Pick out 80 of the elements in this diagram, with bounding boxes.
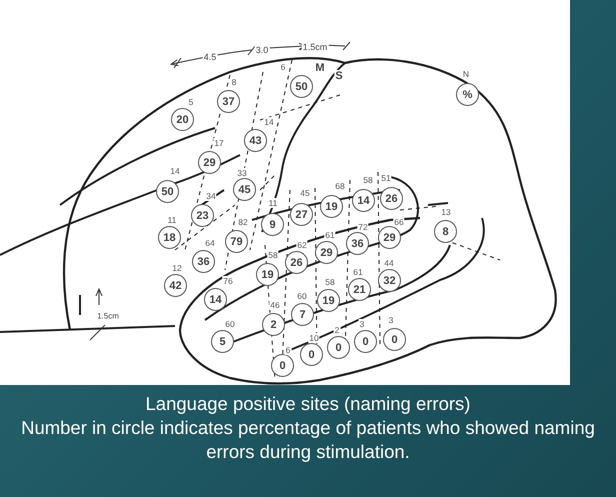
percentage-circle: 19 — [320, 195, 343, 218]
patient-count: 8 — [230, 77, 238, 87]
percentage-circle: 36 — [346, 232, 369, 255]
percentage-circle: 0 — [300, 343, 323, 366]
dimension-value: 3.0 — [254, 45, 270, 55]
patient-count: 14 — [263, 117, 275, 127]
percentage-circle: 8 — [434, 220, 457, 243]
percentage-circle: 32 — [378, 269, 401, 292]
patient-count: 76 — [222, 276, 234, 286]
patient-count: 11 — [166, 215, 178, 225]
percentage-circle: 19 — [317, 289, 340, 312]
percentage-circle: 26 — [380, 187, 403, 210]
percentage-circle: 42 — [164, 274, 187, 297]
patient-count: 10 — [308, 333, 320, 343]
patient-count: 6 — [284, 345, 292, 355]
patient-count: 61 — [324, 230, 336, 240]
percentage-circle: 0 — [327, 336, 350, 359]
patient-count: 60 — [296, 291, 308, 301]
patient-count: 82 — [237, 217, 249, 227]
percentage-circle: 9 — [261, 213, 284, 236]
patient-count: 58 — [324, 277, 336, 287]
percentage-circle: 26 — [285, 251, 308, 274]
patient-count: 13 — [440, 207, 452, 217]
patient-count: 3 — [358, 319, 366, 329]
patient-count: 68 — [334, 181, 346, 191]
patient-count: 3 — [388, 315, 394, 325]
percentage-circle: 18 — [158, 226, 181, 249]
percentage-circle: 0 — [354, 330, 377, 353]
percentage-circle: 14 — [204, 288, 227, 311]
percentage-circle: 19 — [256, 263, 279, 286]
patient-count: 46 — [269, 300, 281, 310]
dimension-value: 1.5cm — [96, 312, 120, 320]
patient-count: 58 — [362, 175, 374, 185]
patient-count: 14 — [169, 166, 181, 176]
patient-count: 61 — [352, 267, 364, 277]
percentage-circle: 5 — [211, 330, 234, 353]
patient-count: 51 — [380, 173, 392, 183]
percentage-circle: 29 — [378, 226, 401, 249]
percentage-circle: 14 — [352, 189, 375, 212]
percentage-circle: 23 — [191, 204, 214, 227]
patient-count: N — [462, 69, 470, 79]
patient-count: 17 — [213, 138, 225, 148]
percentage-circle: 50 — [156, 180, 179, 203]
percentage-circle: 29 — [198, 151, 221, 174]
percentage-circle: % — [456, 83, 479, 106]
dimension-value: 4.5 — [202, 52, 218, 62]
percentage-circle: 45 — [233, 178, 256, 201]
caption-title: Language positive sites (naming errors) — [144, 392, 472, 416]
patient-count: 45 — [299, 188, 311, 198]
percentage-circle: 0 — [383, 328, 406, 351]
percentage-circle: 27 — [290, 203, 313, 226]
percentage-circle: 29 — [315, 241, 338, 264]
patient-count: 44 — [383, 258, 395, 268]
patient-count: 33 — [236, 168, 248, 178]
percentage-circle: 2 — [262, 313, 285, 336]
dimension-value: 1.5cm — [302, 42, 328, 52]
patient-count: 72 — [357, 222, 369, 232]
patient-count: 6 — [280, 62, 286, 72]
percentage-circle: 43 — [244, 129, 267, 152]
caption-text: Number in circle indicates percentage of patients who showed naming errors during stimulation. — [20, 416, 596, 464]
patient-count: 5 — [188, 97, 194, 107]
patient-count: 60 — [224, 319, 236, 329]
patient-count: 62 — [296, 240, 308, 250]
patient-count: 2 — [334, 325, 340, 335]
patient-count: 34 — [205, 191, 217, 201]
patient-count: 64 — [204, 238, 216, 248]
patient-count: 66 — [393, 217, 405, 227]
sulcus-letter: M — [314, 62, 326, 74]
patient-count: 12 — [171, 263, 183, 273]
percentage-circle: 7 — [291, 303, 314, 326]
percentage-circle: 21 — [348, 278, 371, 301]
percentage-circle: 0 — [271, 354, 294, 377]
percentage-circle: 50 — [290, 75, 313, 98]
patient-count: 11 — [268, 198, 278, 208]
percentage-circle: 20 — [171, 108, 194, 131]
sulcus-letter: S — [334, 70, 344, 82]
percentage-circle: 36 — [192, 250, 215, 273]
percentage-circle: 79 — [225, 230, 248, 253]
percentage-circle: 37 — [217, 90, 240, 113]
patient-count: 58 — [267, 250, 279, 260]
